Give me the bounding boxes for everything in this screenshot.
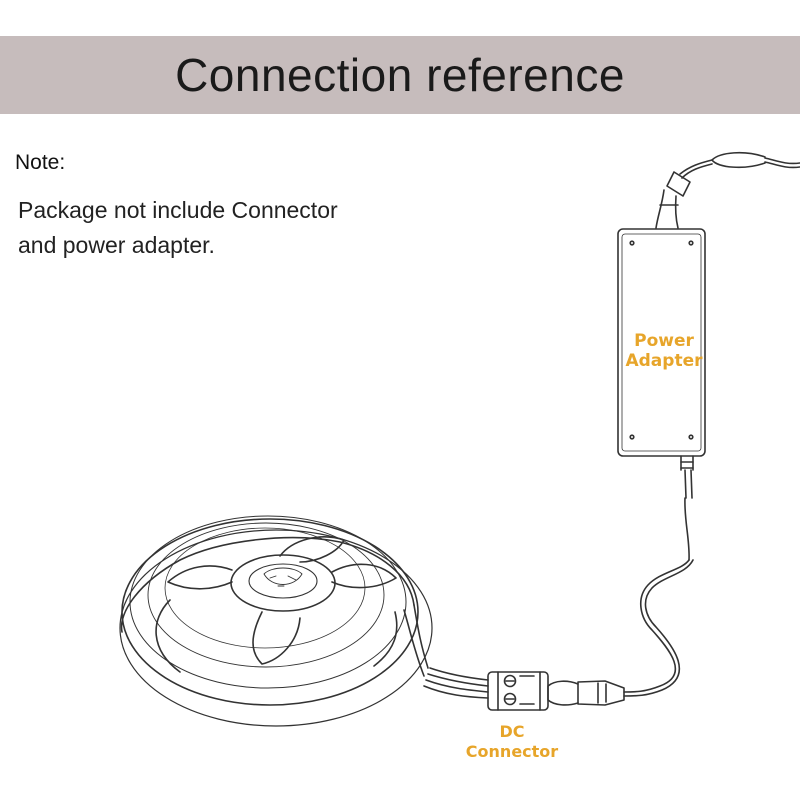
- power-adapter-icon: [617, 228, 706, 471]
- dc-connector-label-line1: DC: [499, 722, 524, 741]
- dc-connector-icon: [423, 667, 625, 711]
- title-banner: Connection reference: [0, 36, 800, 114]
- note-text: Package not include Connector and power …: [18, 193, 398, 263]
- output-cable: [623, 469, 694, 697]
- power-adapter-label-line2: Adapter: [625, 351, 703, 371]
- led-strip-reel-icon: [119, 515, 433, 727]
- note-heading: Note:: [15, 151, 66, 174]
- power-adapter-label-line1: Power: [634, 331, 694, 351]
- note-line-2: and power adapter.: [18, 232, 215, 258]
- page-title: Connection reference: [175, 49, 625, 101]
- note-line-1: Package not include Connector: [18, 197, 338, 223]
- dc-connector-label-line2: Connector: [466, 742, 558, 761]
- mains-cable: [655, 151, 800, 229]
